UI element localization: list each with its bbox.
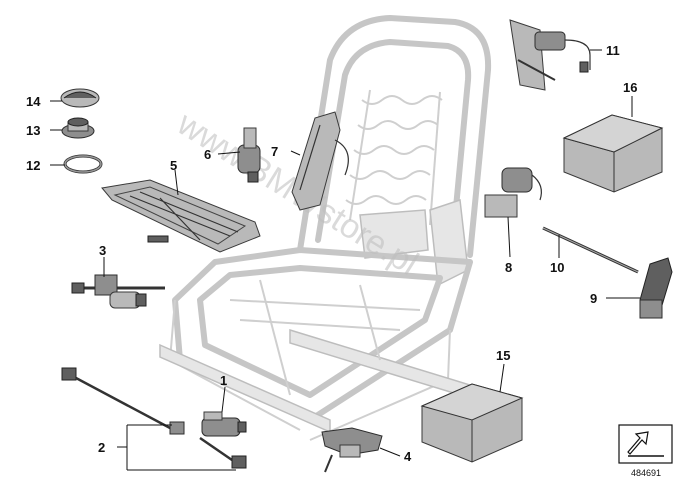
callout-16: 16	[623, 80, 637, 95]
part-14-cover-cap	[60, 88, 100, 108]
part-6-backrest-motor	[237, 127, 261, 183]
callout-labels: 14 13 12 5 3 1 2 6 7 11 16 8 10 9 15 4	[26, 43, 637, 464]
part-8-height-motor	[484, 167, 542, 218]
backrest-side-panel	[429, 198, 469, 287]
part-11-motor-bracket	[509, 19, 591, 91]
part-9-adjustment-lever	[639, 257, 673, 319]
callout-15: 15	[496, 348, 510, 363]
part-4-tilt-bracket	[321, 427, 383, 473]
part-15-small-parts-box	[420, 383, 524, 463]
view-direction-box	[618, 424, 673, 464]
part-13-adjuster-knob	[61, 117, 95, 139]
callout-1: 1	[220, 373, 227, 388]
diagram-reference-number: 484691	[631, 468, 661, 478]
seat-rail-left	[159, 343, 331, 434]
part-1-adjustment-motor	[201, 411, 247, 437]
part-7-lumbar-support	[291, 111, 349, 211]
part-3-drive-motor	[71, 274, 165, 309]
callout-4: 4	[404, 449, 412, 464]
callout-11: 11	[606, 43, 620, 58]
callout-9: 9	[590, 291, 597, 306]
callout-6: 6	[204, 147, 211, 162]
callout-10: 10	[550, 260, 564, 275]
part-2-flexible-shaft	[61, 367, 247, 469]
callout-13: 13	[26, 123, 40, 138]
backrest-spring-mesh	[345, 89, 443, 226]
part-12-retaining-ring	[63, 154, 103, 174]
seat-frame	[159, 15, 492, 441]
callout-5: 5	[170, 158, 177, 173]
callout-14: 14	[26, 94, 41, 109]
backrest-lower-crossmember	[359, 209, 429, 259]
leader-lines	[50, 49, 640, 471]
callout-8: 8	[505, 260, 512, 275]
part-5-seat-depth-adjuster	[101, 179, 261, 253]
callout-2: 2	[98, 440, 105, 455]
callout-12: 12	[26, 158, 40, 173]
callout-7: 7	[271, 144, 278, 159]
part-16-small-parts-box	[562, 114, 664, 193]
view-direction-arrow-icon	[627, 431, 664, 457]
callout-3: 3	[99, 243, 106, 258]
